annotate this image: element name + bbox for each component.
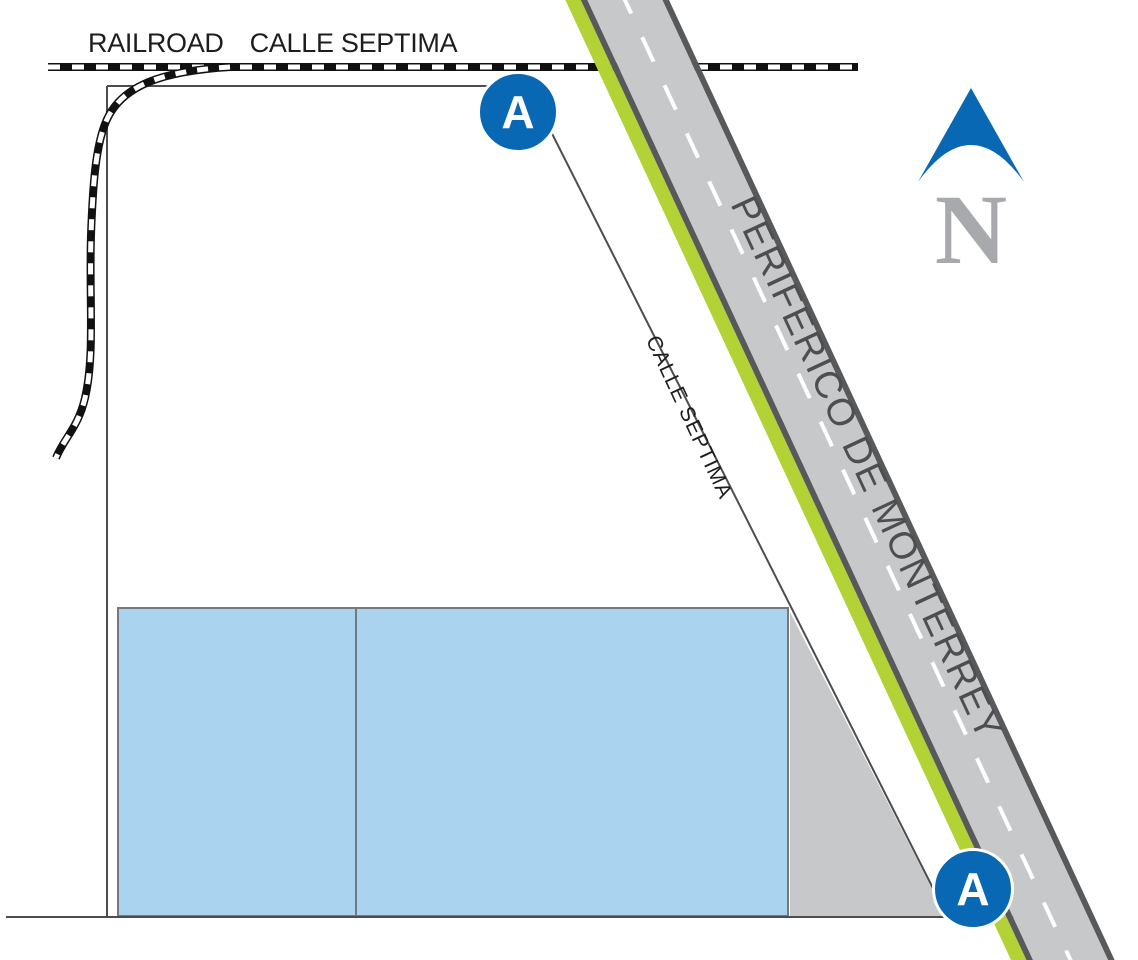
property-line-along-calle-septima — [528, 87, 949, 919]
parcel-right — [355, 607, 789, 917]
section-marker-bottom-letter: A — [956, 863, 990, 915]
railroad-label: RAILROAD — [88, 28, 224, 58]
top-street-labels: RAILROAD CALLE SEPTIMA — [88, 28, 458, 59]
railroad-spur-curve-dashes — [53, 64, 231, 459]
north-letter: N — [934, 174, 1008, 285]
parcel-left — [117, 607, 357, 917]
calle-septima-top-label: CALLE SEPTIMA — [249, 28, 458, 58]
section-marker-bottom: A — [932, 848, 1014, 930]
north-indicator: N — [912, 88, 1030, 285]
section-marker-top-letter: A — [501, 86, 535, 138]
north-arrow-icon — [918, 88, 1024, 182]
north-arrow-shape — [918, 88, 1024, 182]
section-marker-top: A — [477, 71, 559, 153]
corner-triangle — [790, 612, 946, 916]
railroad-spur-curve — [52, 63, 231, 460]
